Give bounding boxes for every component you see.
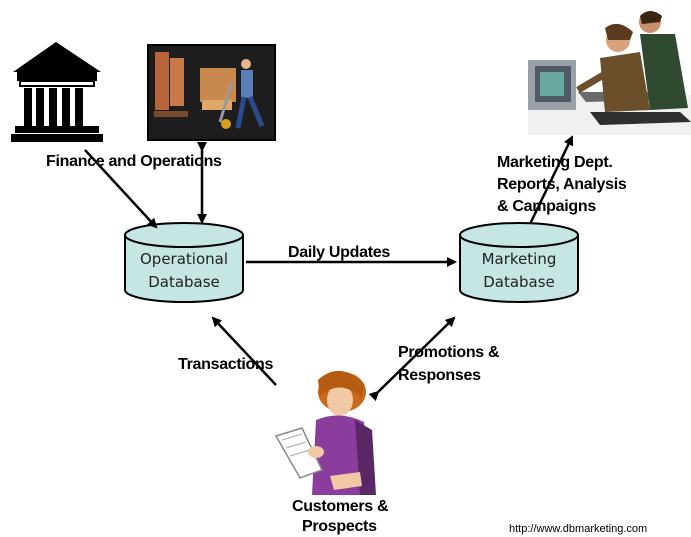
marketing-database: Marketing Database — [459, 222, 579, 303]
operational-db-label-line2: Database — [148, 273, 220, 291]
promotions-label-line1: Promotions & — [398, 344, 500, 361]
arrow-promotions-responses — [368, 316, 456, 402]
arrow-marketing-db-to-dept — [528, 135, 574, 225]
warehouse-worker-icon — [147, 44, 276, 141]
bank-building-icon — [11, 42, 103, 142]
operational-database: Operational Database — [124, 222, 244, 303]
transactions-label: Transactions — [178, 356, 274, 373]
promotions-label-line2: Responses — [398, 367, 481, 384]
office-workers-icon — [528, 11, 691, 135]
marketing-dept-label-line3: & Campaigns — [497, 198, 596, 215]
arrow-transactions — [211, 316, 277, 386]
finance-operations-label: Finance and Operations — [46, 153, 222, 170]
marketing-db-label-line2: Database — [483, 273, 555, 291]
marketing-dept-label-line2: Reports, Analysis — [497, 176, 627, 193]
customer-reading-icon — [274, 370, 376, 495]
operational-db-label-line1: Operational — [140, 250, 228, 268]
marketing-db-label-line1: Marketing — [482, 250, 557, 268]
customers-label-line2: Prospects — [302, 518, 377, 535]
source-url: http://www.dbmarketing.com — [509, 523, 648, 535]
marketing-dept-label-line1: Marketing Dept. — [497, 154, 613, 171]
customers-label-line1: Customers & — [292, 498, 389, 515]
arrow-finance-to-operational — [84, 149, 158, 229]
daily-updates-label: Daily Updates — [288, 244, 390, 261]
